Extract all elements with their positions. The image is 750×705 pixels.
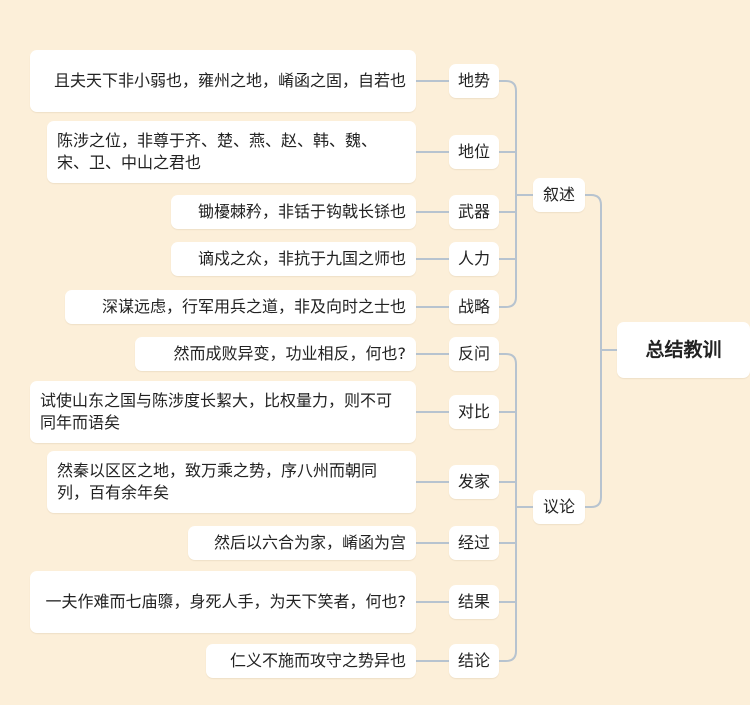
topic-label: 地位 — [457, 142, 490, 161]
connector-line — [585, 194, 602, 508]
quote-node[interactable]: 然秦以区区之地，致万乘之势，序八州而朝同列，百有余年矣 — [47, 451, 416, 513]
quote-node[interactable]: 然而成败异变，功业相反，何也? — [135, 337, 416, 371]
topic-label: 发家 — [457, 472, 490, 491]
quote-text: 仁义不施而攻守之势异也 — [229, 651, 406, 670]
topic-node[interactable]: 人力 — [449, 242, 499, 276]
topic-node[interactable]: 战略 — [449, 290, 499, 324]
topic-label: 经过 — [457, 533, 490, 552]
topic-label: 反问 — [457, 344, 490, 363]
category-label: 议论 — [542, 497, 575, 516]
quote-node[interactable]: 深谋远虑，行军用兵之道，非及向时之士也 — [65, 290, 416, 324]
quote-node[interactable]: 谪戍之众，非抗于九国之师也 — [171, 242, 416, 276]
quote-node[interactable]: 且夫天下非小弱也，雍州之地，崤函之固，自若也 — [30, 50, 416, 112]
topic-label: 结果 — [457, 592, 490, 611]
topic-node[interactable]: 经过 — [449, 526, 499, 560]
root-node[interactable]: 总结教训 — [617, 322, 750, 378]
connector-line — [499, 353, 517, 662]
quote-text: 锄櫌棘矜，非铦于钩戟长铩也 — [197, 202, 406, 221]
quote-text: 然秦以区区之地，致万乘之势，序八州而朝同列，百有余年矣 — [57, 461, 378, 502]
topic-label: 人力 — [457, 249, 490, 268]
topic-node[interactable]: 地位 — [449, 135, 499, 169]
quote-node[interactable]: 仁义不施而攻守之势异也 — [206, 644, 416, 678]
connector-line — [499, 80, 517, 308]
quote-text: 谪戍之众，非抗于九国之师也 — [197, 249, 406, 268]
quote-text: 陈涉之位，非尊于齐、楚、燕、赵、韩、魏、宋、卫、中山之君也 — [57, 131, 378, 172]
topic-label: 对比 — [457, 402, 490, 421]
topic-label: 结论 — [457, 651, 490, 670]
topic-node[interactable]: 结果 — [449, 585, 499, 619]
quote-node[interactable]: 然后以六合为家，崤函为宫 — [188, 526, 416, 560]
category-narration[interactable]: 叙述 — [533, 178, 585, 212]
quote-text: 然而成败异变，功业相反，何也? — [173, 344, 407, 363]
quote-text: 试使山东之国与陈涉度长絜大，比权量力，则不可同年而语矣 — [40, 391, 393, 432]
quote-text: 一夫作难而七庙隳，身死人手，为天下笑者，何也? — [45, 592, 407, 611]
topic-node[interactable]: 发家 — [449, 465, 499, 499]
topic-node[interactable]: 结论 — [449, 644, 499, 678]
quote-text: 且夫天下非小弱也，雍州之地，崤函之固，自若也 — [53, 71, 406, 90]
quote-node[interactable]: 陈涉之位，非尊于齐、楚、燕、赵、韩、魏、宋、卫、中山之君也 — [47, 121, 416, 183]
topic-node[interactable]: 对比 — [449, 395, 499, 429]
topic-node[interactable]: 武器 — [449, 195, 499, 229]
topic-label: 地势 — [457, 71, 490, 90]
quote-text: 然后以六合为家，崤函为宫 — [213, 533, 406, 552]
quote-node[interactable]: 一夫作难而七庙隳，身死人手，为天下笑者，何也? — [30, 571, 416, 633]
topic-node[interactable]: 反问 — [449, 337, 499, 371]
category-argument[interactable]: 议论 — [533, 490, 585, 524]
category-label: 叙述 — [542, 185, 575, 204]
quote-node[interactable]: 试使山东之国与陈涉度长絜大，比权量力，则不可同年而语矣 — [30, 381, 416, 443]
topic-node[interactable]: 地势 — [449, 64, 499, 98]
quote-node[interactable]: 锄櫌棘矜，非铦于钩戟长铩也 — [171, 195, 416, 229]
quote-text: 深谋远虑，行军用兵之道，非及向时之士也 — [101, 297, 406, 316]
topic-label: 武器 — [457, 202, 490, 221]
root-label: 总结教训 — [645, 339, 722, 361]
topic-label: 战略 — [457, 297, 490, 316]
